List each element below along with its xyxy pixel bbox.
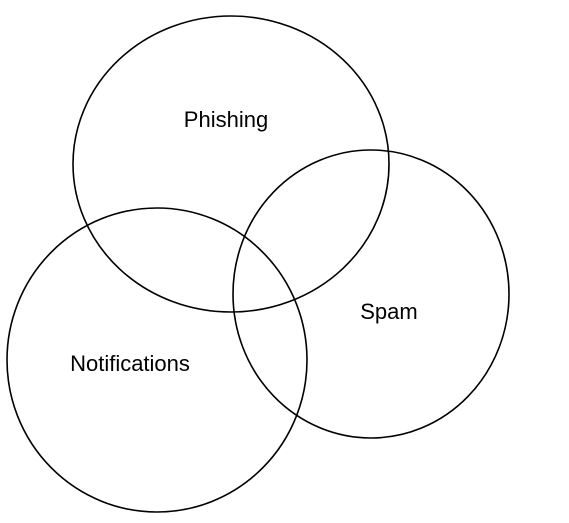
- set-notifications: Notifications: [6, 207, 308, 513]
- notifications-label: Notifications: [70, 351, 190, 376]
- phishing-label: Phishing: [184, 107, 268, 132]
- notifications-circle: [6, 207, 308, 513]
- set-phishing: Phishing: [72, 15, 390, 313]
- spam-circle: [232, 149, 510, 439]
- phishing-circle: [72, 15, 390, 313]
- spam-label: Spam: [360, 299, 417, 324]
- set-spam: Spam: [232, 149, 510, 439]
